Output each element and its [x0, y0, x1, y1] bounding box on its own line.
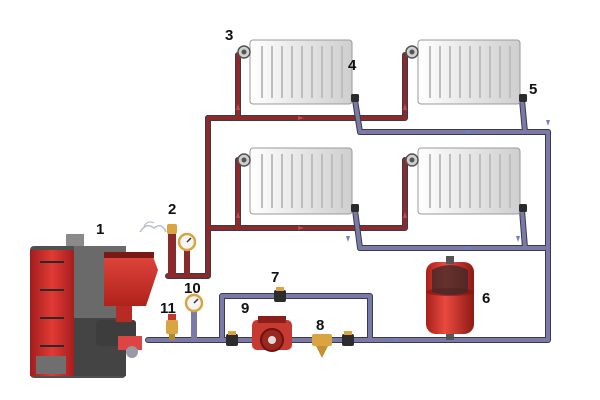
circulation-pump-icon [252, 316, 292, 352]
return-valve-icon [351, 94, 527, 212]
safety-valve-icon [166, 314, 178, 340]
ball-valve-icon [226, 287, 354, 346]
label-boiler: 1 [96, 221, 104, 238]
supply-flow-arrows [236, 104, 407, 230]
strainer-filter-icon [312, 334, 332, 358]
label-safety-valve: 11 [160, 300, 176, 317]
thermostatic-valve-icon [237, 45, 419, 167]
label-thermostatic-head: 3 [225, 27, 233, 44]
safety-group-icon [139, 221, 197, 276]
return-flow-arrows [346, 120, 550, 342]
radiator-bottom-right [417, 147, 521, 215]
expansion-vessel-icon [426, 256, 474, 340]
label-expansion-tank: 6 [482, 290, 490, 307]
label-thermometer: 10 [184, 280, 201, 297]
label-bypass-valve: 7 [271, 269, 279, 286]
label-air-vent: 5 [529, 81, 537, 98]
pellet-boiler-icon [30, 234, 158, 378]
label-strainer: 8 [316, 317, 324, 334]
radiator-bottom-left [249, 147, 353, 215]
label-radiator: 4 [348, 57, 357, 74]
supply-pipe-fill [166, 53, 407, 278]
radiator-top-left [249, 39, 353, 105]
thermometer-gauge-icon [184, 293, 204, 340]
radiator-top-right [417, 39, 521, 105]
supply-pipes [165, 52, 408, 279]
label-safety-group: 2 [168, 201, 176, 218]
label-circulation-pump: 9 [241, 300, 249, 317]
